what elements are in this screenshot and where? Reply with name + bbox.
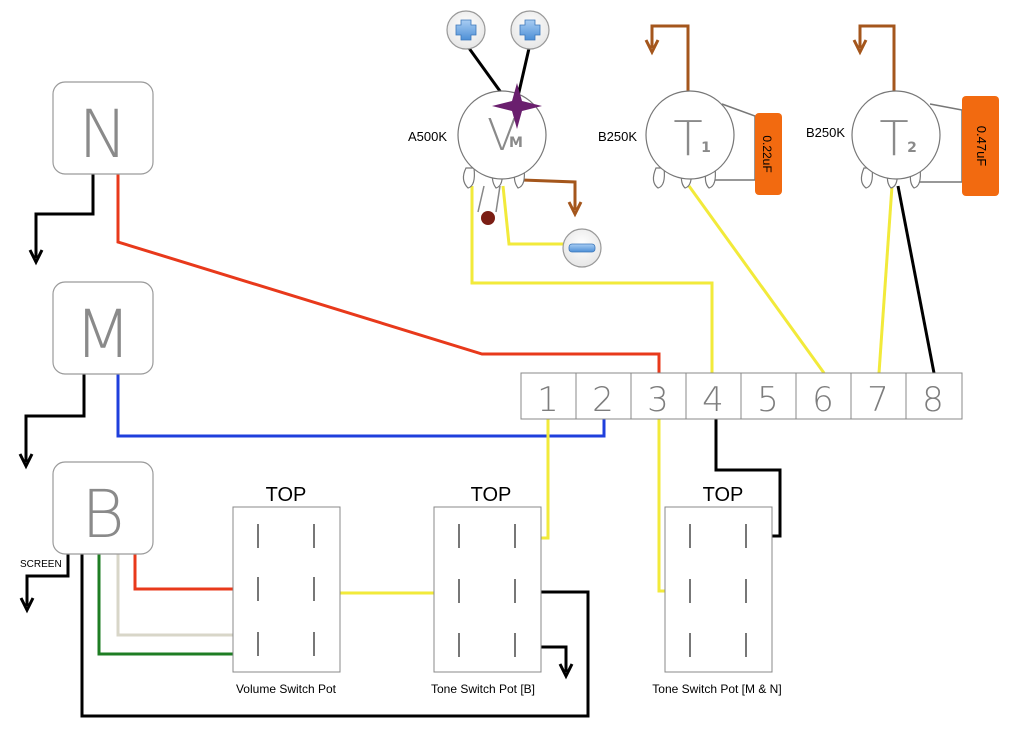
terminal-3: 3 bbox=[647, 380, 669, 420]
plus-icon bbox=[519, 19, 541, 41]
wire-n-red bbox=[116, 174, 661, 373]
capacitor-2: 0.47uF bbox=[962, 96, 999, 196]
tone-switch-b-caption: Tone Switch Pot [B] bbox=[431, 682, 535, 696]
tone-pot-1-rating: B250K bbox=[598, 129, 637, 144]
pickup-n: N bbox=[52, 81, 154, 175]
wire-volpot-yellow bbox=[470, 186, 714, 373]
tone-pot-1-main: T bbox=[673, 111, 702, 167]
volume-pot-sub: M bbox=[509, 135, 523, 151]
volume-pot: V M bbox=[457, 83, 547, 225]
volume-pot-main: V bbox=[487, 110, 517, 161]
wire-b-screen bbox=[25, 548, 70, 606]
tone-switch-b-top: TOP bbox=[471, 484, 512, 506]
battery-plus-2 bbox=[510, 10, 550, 50]
pickup-m-label: M bbox=[75, 296, 132, 373]
tone-pot-1: T 1 bbox=[645, 90, 735, 189]
tone-switch-pot-mn bbox=[664, 506, 773, 673]
capacitor-2-label: 0.47uF bbox=[974, 126, 989, 167]
wire-m-ground bbox=[24, 374, 86, 462]
minus-icon bbox=[568, 243, 596, 253]
battery-minus bbox=[562, 228, 602, 268]
tone-pot-1-sub: 1 bbox=[701, 140, 711, 156]
star-icon bbox=[492, 83, 542, 129]
capacitor-1-label: 0.22uF bbox=[760, 135, 774, 172]
volume-switch-caption: Volume Switch Pot bbox=[236, 682, 337, 696]
wire-t2-brown bbox=[858, 24, 896, 93]
wire-t1-yellow bbox=[687, 185, 826, 374]
tone-pot-2: T 2 bbox=[851, 90, 941, 189]
tone-pot-2-rating: B250K bbox=[806, 125, 845, 140]
wire-t2-yellow bbox=[877, 185, 894, 374]
capacitor-1: 0.22uF bbox=[755, 113, 782, 195]
terminal-strip: 1 2 3 4 5 6 7 8 bbox=[520, 372, 963, 420]
terminal-6: 6 bbox=[812, 380, 834, 420]
wire-volpot-minus bbox=[501, 185, 568, 246]
resistor-dot bbox=[481, 211, 495, 225]
arrow-t2-brown bbox=[852, 39, 868, 56]
plus-icon bbox=[455, 19, 477, 41]
wire-n-ground bbox=[34, 174, 95, 258]
wire-t2-black bbox=[896, 185, 936, 374]
pickup-b-label: B bbox=[81, 476, 124, 553]
terminal-8: 8 bbox=[922, 380, 944, 420]
wire-volpot-brown bbox=[521, 178, 577, 210]
terminal-7: 7 bbox=[867, 380, 889, 420]
arrow-toneb-out bbox=[558, 663, 574, 680]
wire-m-blue bbox=[116, 374, 606, 438]
tone-switch-pot-b bbox=[433, 506, 542, 673]
volume-pot-rating: A500K bbox=[408, 129, 447, 144]
wire-t1-brown bbox=[650, 24, 690, 93]
terminal-2: 2 bbox=[592, 380, 614, 420]
tone-pot-2-sub: 2 bbox=[907, 140, 917, 156]
tone-switch-mn-caption: Tone Switch Pot [M & N] bbox=[652, 682, 781, 696]
terminal-4: 4 bbox=[702, 380, 724, 420]
volume-switch-pot bbox=[232, 506, 341, 673]
arrow-volpot-brown bbox=[567, 201, 583, 218]
terminal-1: 1 bbox=[537, 380, 559, 420]
pickup-m: M bbox=[52, 281, 154, 375]
arrow-m-ground bbox=[18, 453, 34, 470]
tone-pot-2-main: T bbox=[879, 111, 908, 167]
wire-b-black bbox=[80, 553, 590, 718]
volume-switch-top: TOP bbox=[266, 484, 307, 506]
screen-label: SCREEN bbox=[20, 559, 62, 570]
battery-plus-1 bbox=[446, 10, 486, 50]
tone-switch-mn-top: TOP bbox=[703, 484, 744, 506]
arrow-t1-brown bbox=[644, 39, 660, 56]
terminal-5: 5 bbox=[757, 380, 779, 420]
arrow-n-ground bbox=[28, 249, 44, 266]
pickup-n-label: N bbox=[78, 96, 127, 173]
pickup-b: B bbox=[52, 461, 154, 555]
arrow-screen-ground bbox=[19, 597, 35, 614]
